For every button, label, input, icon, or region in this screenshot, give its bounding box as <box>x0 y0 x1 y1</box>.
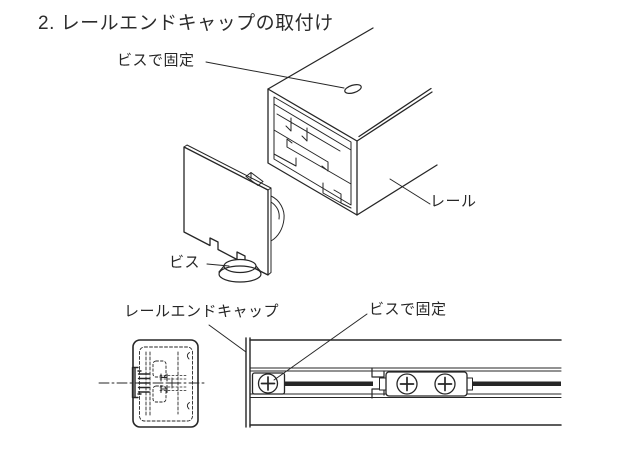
screw-isometric <box>218 258 262 283</box>
center-cross <box>166 377 178 389</box>
end-cap-side-clip <box>270 195 285 242</box>
slot-band-left <box>285 381 373 386</box>
label-screw-fix-bottom: ビスで固定 <box>369 301 447 318</box>
rail-channel-edges <box>249 367 562 399</box>
screw-cross-left <box>260 376 276 391</box>
corner-relief-marks <box>186 352 190 410</box>
hidden-track-lines <box>159 375 187 391</box>
screw-head-flange <box>218 265 262 283</box>
figure-title: 2. レールエンドキャップの取付け <box>38 13 334 34</box>
hidden-vertical-ribs <box>145 351 179 417</box>
hidden-clip-upper <box>152 360 167 378</box>
screw-cross-mid-1 <box>399 376 415 392</box>
rail-front-inner-wall <box>273 96 352 206</box>
label-end-cap: レールエンドキャップ <box>124 303 280 320</box>
end-cap-hidden-outline <box>139 346 193 422</box>
leader-rail <box>389 178 431 205</box>
label-rail: レール <box>430 193 477 210</box>
screw-boss-detail <box>160 373 168 393</box>
joint-plate-tab-right <box>466 377 473 391</box>
label-screw-fix-top: ビスで固定 <box>117 52 195 69</box>
left-mount-bracket <box>131 366 142 399</box>
end-cap-isometric <box>183 144 285 276</box>
rail-internal-profile <box>273 103 352 209</box>
end-cap-top-clip <box>245 172 264 186</box>
rail-outer-edges <box>249 339 562 426</box>
rail-side-view <box>208 313 562 428</box>
screw-cross-mid-2 <box>437 376 453 392</box>
label-screw: ビス <box>169 254 201 271</box>
rail-side-top-edge <box>356 87 433 142</box>
leader-end-cap <box>208 324 247 353</box>
leader-screw-fix-top <box>205 61 345 89</box>
isometric-exploded-view <box>183 27 438 283</box>
leader-screw <box>206 263 230 267</box>
end-cap-thickness-edge <box>183 144 272 276</box>
joint-plate-tab-left <box>379 377 387 391</box>
end-cap-front-view <box>98 339 208 428</box>
rail-top-back-edge <box>267 27 374 90</box>
end-cap-edge <box>245 337 251 428</box>
slot-band-right <box>468 381 561 386</box>
spring-clip <box>371 367 385 399</box>
hidden-clip-lower <box>152 385 167 403</box>
rail-screw-hole <box>344 83 362 95</box>
rail-isometric <box>267 27 438 216</box>
rail-front-face <box>267 88 358 216</box>
rail-side-bottom-edge <box>356 164 438 216</box>
leader-screw-fix-bottom <box>273 313 368 381</box>
